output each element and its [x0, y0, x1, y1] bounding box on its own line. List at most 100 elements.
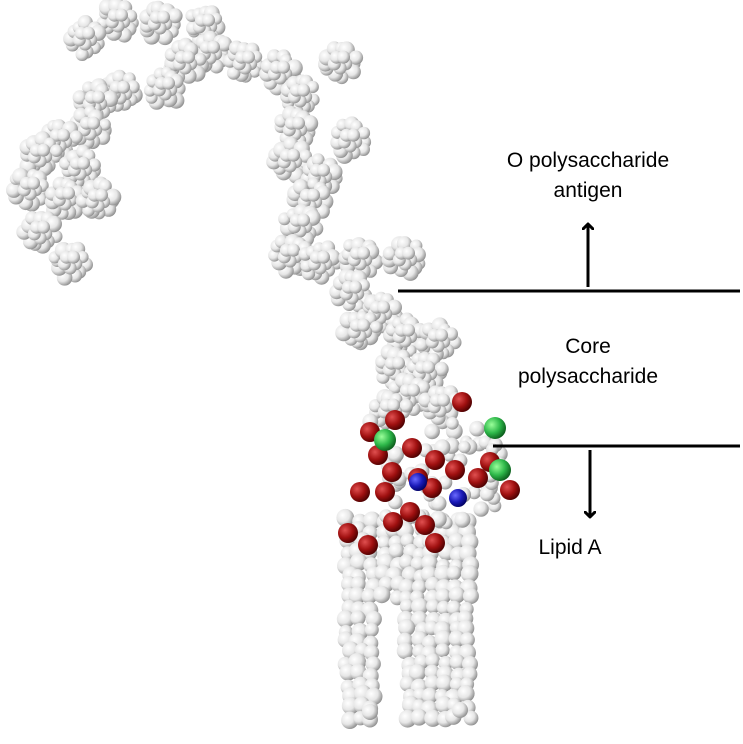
carbon-atom	[364, 622, 379, 637]
hydrogen-atom	[452, 702, 468, 718]
hydrogen-atom	[421, 687, 438, 704]
phosphorus-atom	[489, 459, 511, 481]
carbon-atom	[402, 246, 415, 260]
hydrogen-atom	[348, 50, 364, 65]
hydrogen-atom	[335, 324, 352, 342]
oxygen-atom	[350, 482, 370, 502]
oxygen-atom	[422, 478, 442, 498]
carbon-atom	[357, 246, 370, 260]
carbon-atom	[462, 588, 479, 604]
oxygen-atom	[338, 523, 358, 543]
nitrogen-atom	[449, 489, 467, 507]
hydrogen-atom	[449, 654, 466, 670]
carbon-atom	[67, 250, 80, 264]
hydrogen-atom	[362, 704, 378, 720]
oxygen-atom	[382, 462, 402, 482]
hydrogen-atom	[398, 578, 416, 596]
carbon-atom	[407, 383, 420, 397]
carbon-atom	[363, 511, 381, 530]
carbon-atom	[434, 630, 453, 648]
carbon-atom	[459, 632, 475, 648]
carbon-atom	[435, 328, 448, 342]
hydrogen-atom	[473, 501, 489, 517]
hydrogen-atom	[424, 709, 442, 727]
carbon-atom	[349, 280, 362, 294]
carbon-atom	[336, 610, 355, 628]
carbon-atom	[287, 243, 300, 257]
hydrogen-atom	[50, 144, 63, 157]
hydrogen-atom	[446, 600, 462, 616]
carbon-atom	[435, 588, 451, 604]
carbon-atom	[337, 50, 350, 64]
carbon-atom	[27, 176, 40, 190]
hydrogen-atom	[399, 599, 414, 614]
hydrogen-atom	[434, 361, 449, 377]
oxygen-atom	[385, 410, 405, 430]
sugar-chain-atoms	[6, 0, 462, 430]
carbon-atom	[277, 60, 290, 74]
hydrogen-atom	[387, 446, 405, 463]
phosphorus-atom	[484, 417, 506, 439]
oxygen-atom	[468, 468, 488, 488]
hydrogen-atom	[349, 663, 367, 680]
carbon-atom	[207, 40, 220, 54]
hydrogen-atom	[370, 321, 382, 333]
carbon-atom	[402, 323, 415, 337]
carbon-atom	[363, 644, 380, 661]
hydrogen-atom	[426, 599, 441, 614]
carbon-atom	[422, 360, 435, 374]
hydrogen-atom	[98, 118, 111, 131]
hydrogen-atom	[446, 565, 462, 581]
oxygen-atom	[452, 392, 472, 412]
core-label-line2: polysaccharide	[517, 365, 659, 388]
carbon-atom	[317, 250, 330, 264]
carbon-atom	[287, 148, 300, 162]
carbon-atom	[460, 564, 479, 583]
carbon-atom	[182, 50, 195, 64]
carbon-atom	[435, 643, 450, 658]
core-label-line1: Core	[565, 335, 611, 358]
oxygen-atom	[358, 535, 378, 555]
lipid-a-label: Lipid A	[538, 536, 602, 559]
carbon-atom	[202, 13, 215, 27]
carbon-atom	[157, 10, 170, 24]
core-polysaccharide-label: Core polysaccharide	[460, 332, 716, 392]
phosphorus-atom	[374, 429, 396, 451]
hydrogen-atom	[438, 475, 453, 490]
carbon-atom	[387, 398, 400, 412]
carbon-atom	[115, 8, 128, 22]
carbon-atom	[87, 116, 100, 130]
oxygen-atom	[500, 480, 520, 500]
hydrogen-atom	[446, 417, 459, 430]
carbon-atom	[357, 318, 370, 332]
lipid-a-atoms	[336, 392, 520, 729]
hydrogen-atom	[398, 619, 416, 636]
carbon-atom	[436, 674, 453, 692]
carbon-atom	[92, 90, 105, 104]
hydrogen-atom	[399, 398, 414, 413]
carbon-atom	[37, 143, 50, 157]
hydrogen-atom	[458, 440, 471, 454]
hydrogen-atom	[398, 554, 415, 570]
hydrogen-atom	[454, 511, 471, 528]
carbon-atom	[317, 163, 330, 177]
hydrogen-atom	[357, 126, 371, 140]
nitrogen-atom	[409, 473, 427, 491]
hydrogen-atom	[431, 495, 447, 512]
o-antigen-label-line2: antigen	[553, 179, 623, 202]
hydrogen-atom	[216, 36, 232, 52]
carbon-atom	[377, 300, 390, 314]
carbon-atom	[392, 356, 405, 370]
carbon-atom	[463, 710, 479, 726]
hydrogen-atom	[377, 535, 392, 550]
carbon-atom	[408, 664, 426, 682]
hydrogen-atom	[311, 153, 325, 167]
carbon-atom	[388, 542, 405, 559]
hydrogen-atom	[167, 8, 183, 24]
oxygen-atom	[375, 482, 395, 502]
carbon-atom	[297, 213, 310, 227]
carbon-atom	[57, 128, 70, 142]
hydrogen-atom	[448, 532, 466, 550]
hydrogen-atom	[348, 586, 366, 605]
